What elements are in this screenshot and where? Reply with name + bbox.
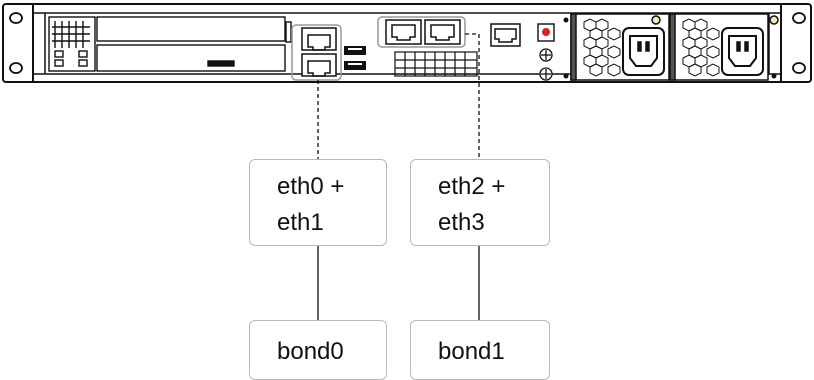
server-rear-panel-diagram — [2, 3, 812, 320]
bond-bond1: bond1 — [410, 320, 550, 380]
bond-label: bond1 — [438, 338, 505, 365]
interface-group-eth0-eth1: eth0 + eth1 — [249, 159, 387, 246]
power-supply-unit-2 — [669, 13, 779, 81]
ethernet-ports-eth2-eth3 — [377, 16, 466, 48]
pcie-expansion-slots — [48, 16, 292, 72]
vga-port — [394, 51, 478, 77]
power-supply-unit-1 — [570, 13, 670, 81]
interface-group-line2: eth1 — [277, 209, 324, 236]
connector-lines — [317, 33, 480, 320]
rack-mount-hole-icon — [9, 12, 806, 74]
usb-ports — [344, 46, 366, 70]
ground-screw-icon — [539, 48, 553, 81]
interface-group-line1: eth2 + — [438, 173, 506, 200]
interface-group-line2: eth3 — [438, 209, 485, 236]
dashed-link-eth23 — [465, 33, 480, 159]
management-port — [490, 23, 521, 47]
ethernet-ports-eth0-eth1 — [291, 24, 342, 81]
interface-group-line1: eth0 + — [277, 173, 345, 200]
bond-bond0: bond0 — [249, 320, 387, 380]
interface-group-eth2-eth3: eth2 + eth3 — [410, 159, 550, 246]
chassis-screw-icon — [563, 17, 777, 79]
bond-label: bond0 — [277, 338, 344, 365]
power-button-icon — [537, 23, 555, 42]
